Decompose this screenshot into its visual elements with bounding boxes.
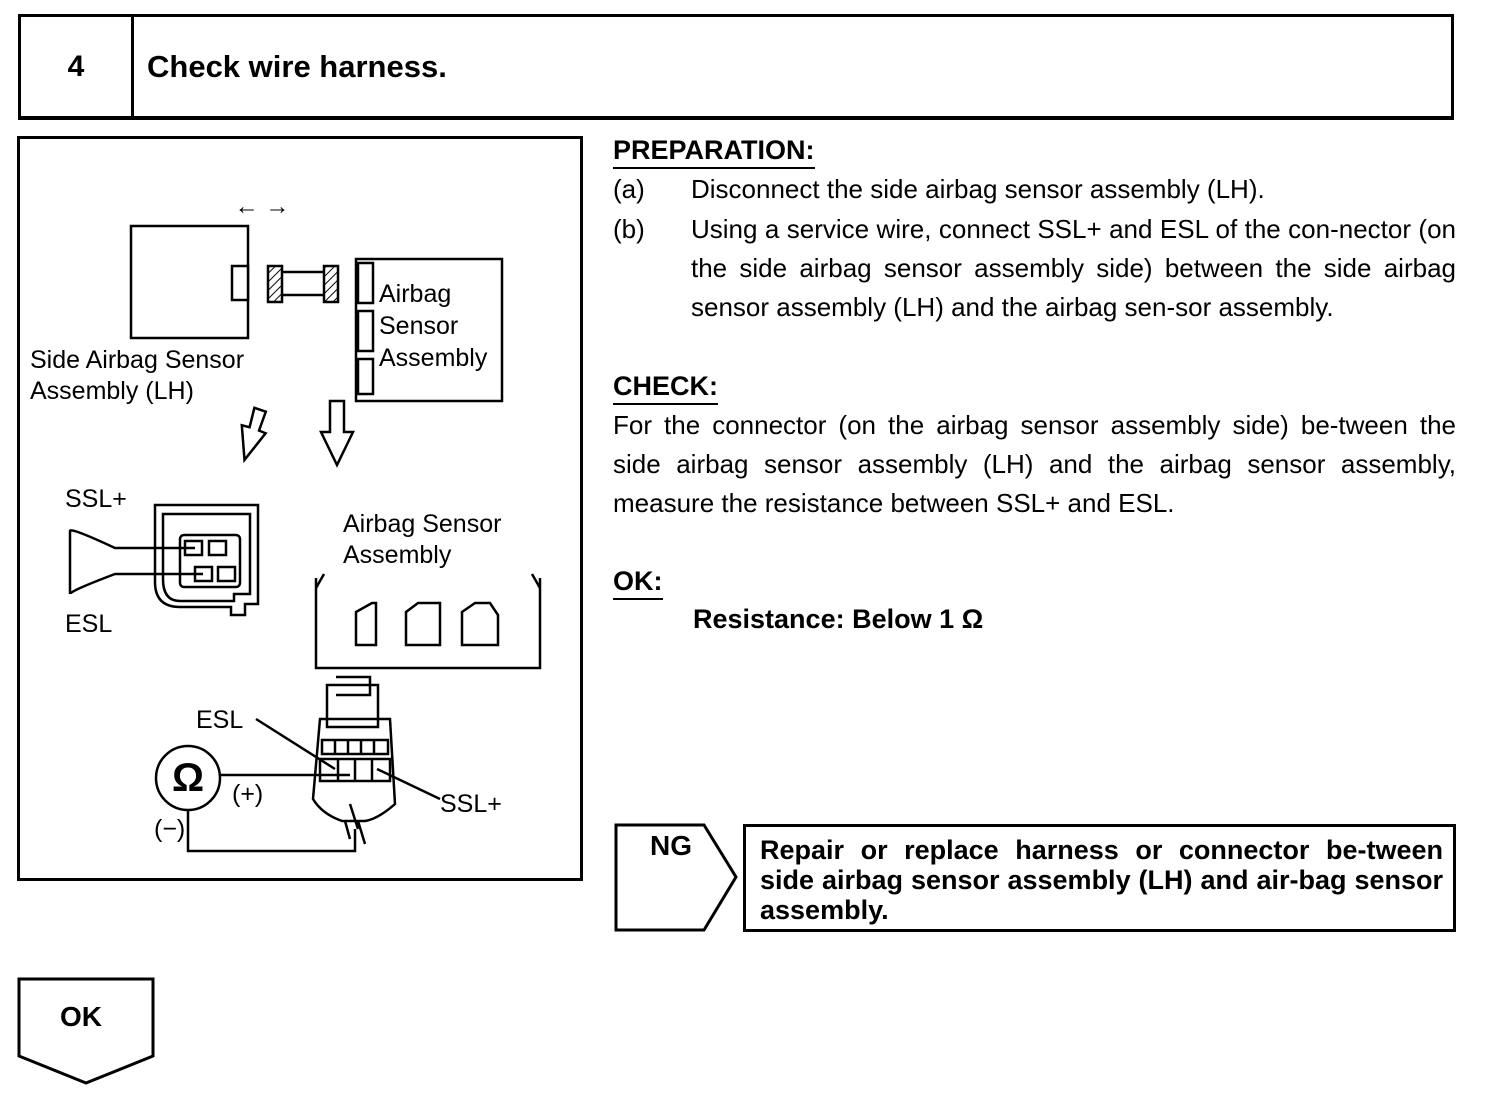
ng-arrow-icon xyxy=(614,823,738,932)
check-heading: CHECK: xyxy=(613,370,718,405)
ng-action: Repair or replace harness or connector b… xyxy=(743,824,1456,932)
check-text: For the connector (on the airbag sensor … xyxy=(613,410,1456,518)
ng-label: NG xyxy=(650,830,692,861)
airbag-sensor-mid-line2: Assembly xyxy=(343,541,452,569)
airbag-sensor-top-line3: Assembly xyxy=(379,344,488,372)
resistance-spec: Resistance: Below 1 Ω xyxy=(693,604,984,634)
airbag-sensor-top-line2: Sensor xyxy=(379,312,459,340)
ohmmeter-icon: Ω xyxy=(172,756,204,800)
step-letter: (b) xyxy=(613,214,645,244)
esl-bottom-label: ESL xyxy=(196,706,244,734)
step-text: Using a service wire, connect SSL+ and E… xyxy=(691,214,1456,322)
side-sensor-label-line2: Assembly (LH) xyxy=(30,377,194,405)
airbag-sensor-top-line1: Airbag xyxy=(379,280,452,308)
disconnect-arrows: ← → xyxy=(235,193,290,220)
esl-top-label: ESL xyxy=(65,610,113,638)
minus-lead-label: (−) xyxy=(154,815,186,843)
step-letter: (a) xyxy=(613,174,645,204)
preparation-heading: PREPARATION: xyxy=(613,134,815,169)
ok-heading: OK: xyxy=(613,565,663,600)
wiring-illustration: Ω ← → Side Airbag Sensor Assembly (LH) A… xyxy=(17,136,583,881)
ssl-plus-bottom-label: SSL+ xyxy=(440,790,502,818)
step-title: Check wire harness. xyxy=(147,48,447,84)
ssl-plus-top-label: SSL+ xyxy=(65,485,127,513)
connector-icon: Ω ← → xyxy=(68,193,542,853)
side-sensor-label-line1: Side Airbag Sensor xyxy=(30,346,245,374)
step-text: Disconnect the side airbag sensor assemb… xyxy=(691,174,1265,204)
ok-arrow-icon xyxy=(17,977,155,1085)
plus-lead-label: (+) xyxy=(232,780,264,808)
ok-label: OK xyxy=(60,1001,102,1032)
airbag-sensor-mid-line1: Airbag Sensor xyxy=(343,510,502,538)
step-header: 4 Check wire harness. xyxy=(18,14,1454,120)
step-number: 4 xyxy=(21,17,134,116)
